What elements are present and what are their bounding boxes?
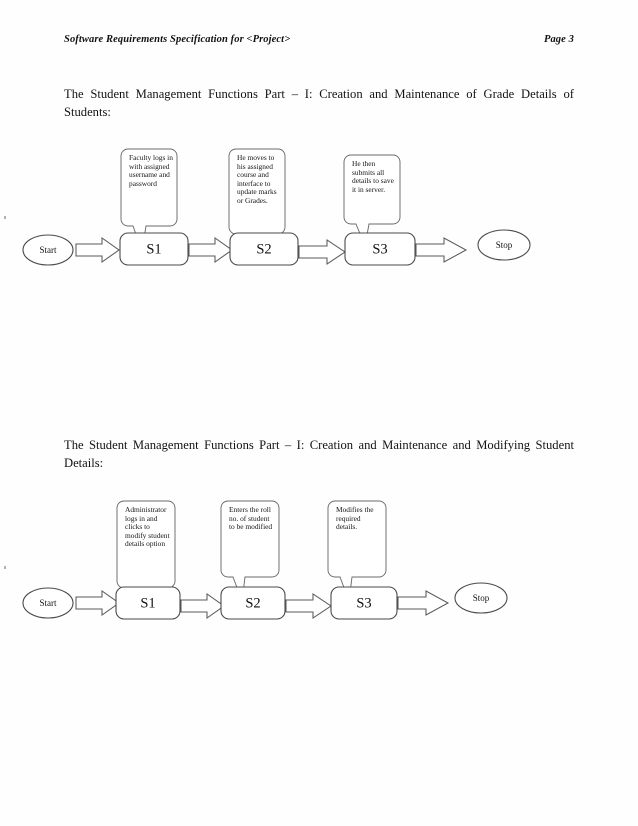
flow-diagram-modify-student: Administrator logs in and clicks to modi…: [0, 490, 638, 630]
arrow-start-to-s1: [75, 589, 120, 617]
state-label-s2: S2: [245, 595, 260, 611]
state-node-s1: S1: [115, 586, 181, 620]
header-title: Software Requirements Specification for …: [64, 34, 291, 45]
arrow-s2-to-s3: [285, 593, 332, 619]
callout-text-s3: He then submits all details to save it i…: [352, 159, 394, 194]
state-node-s3: S3: [330, 586, 398, 620]
callout-bubble-s3: He then submits all details to save it i…: [343, 154, 401, 248]
arrow-s1-to-s2: [180, 592, 225, 620]
callout-text-s2: He moves to his assigned course and inte…: [237, 153, 277, 205]
callout-bubble-s2: Enters the roll no. of student to be mod…: [220, 500, 280, 602]
scan-artifact-speck: [4, 566, 6, 569]
arrow-start-to-s1: [75, 236, 120, 264]
document-header: Software Requirements Specification for …: [64, 34, 574, 45]
callout-text-s1: Administrator logs in and clicks to modi…: [125, 505, 170, 549]
arrow-s2-to-s3: [298, 239, 346, 265]
section-paragraph-grade-details: The Student Management Functions Part – …: [64, 87, 574, 119]
arrow-s3-to-stop: [397, 590, 450, 616]
callout-bubble-s2: He moves to his assigned course and inte…: [228, 148, 286, 257]
scan-artifact-speck: [4, 216, 6, 219]
callout-bubble-s1: Faculty logs in with assigned username a…: [120, 148, 178, 252]
section-paragraph-modify-student-details: The Student Management Functions Part – …: [64, 438, 574, 470]
stop-node-label: Stop: [496, 240, 513, 250]
state-node-s2: S2: [220, 586, 286, 620]
stop-node: Stop: [477, 229, 531, 261]
callout-bubble-s3: Modifies the required details.: [327, 500, 387, 602]
flow-diagram-grade-details: Faculty logs in with assigned username a…: [0, 140, 638, 280]
start-node-label: Start: [40, 245, 57, 255]
start-node: Start: [22, 234, 74, 266]
header-page-number: Page 3: [543, 34, 574, 45]
state-label-s3: S3: [372, 241, 387, 257]
stop-node-label: Stop: [473, 593, 490, 603]
start-node: Start: [22, 587, 74, 619]
state-label-s3: S3: [356, 595, 371, 611]
state-node-s2: S2: [229, 232, 299, 266]
callout-text-s3: Modifies the required details.: [336, 505, 374, 532]
callout-text-s2: Enters the roll no. of student to be mod…: [229, 505, 273, 532]
arrow-s1-to-s2: [188, 236, 233, 264]
state-label-s2: S2: [256, 241, 271, 257]
callout-bubble-s1: Administrator logs in and clicks to modi…: [116, 500, 176, 610]
stop-node: Stop: [454, 582, 508, 614]
arrow-s3-to-stop: [415, 237, 468, 263]
state-node-s3: S3: [344, 232, 416, 266]
state-label-s1: S1: [146, 241, 161, 257]
state-label-s1: S1: [140, 595, 155, 611]
state-node-s1: S1: [119, 232, 189, 266]
callout-text-s1: Faculty logs in with assigned username a…: [129, 153, 173, 188]
start-node-label: Start: [40, 598, 57, 608]
